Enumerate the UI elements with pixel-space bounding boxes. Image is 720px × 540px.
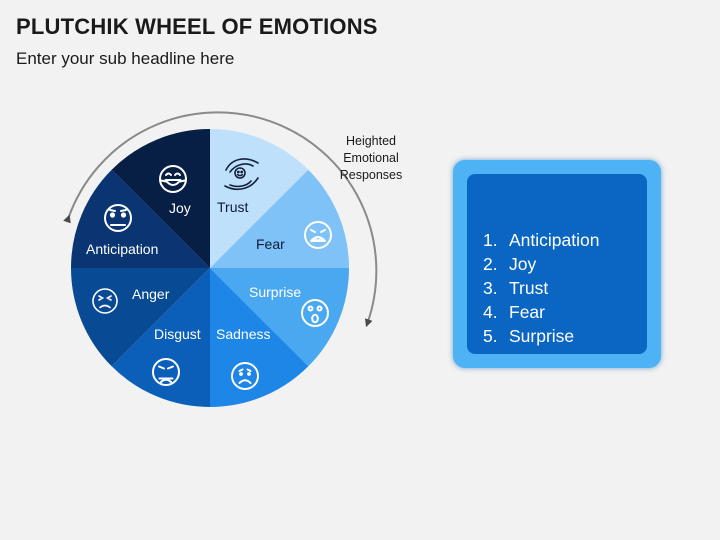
list-item-label: Surprise (509, 326, 575, 346)
wheel-segment-disgust (111, 268, 210, 407)
wheel-segment-trust (210, 129, 309, 268)
segment-label-disgust: Disgust (154, 326, 201, 342)
heightened-annotation-line-1: Heighted (346, 134, 396, 148)
segment-label-fear: Fear (256, 236, 285, 252)
segment-label-trust: Trust (217, 199, 248, 215)
handshake-icon (224, 158, 259, 191)
list-item-label: Fear (509, 302, 545, 322)
disgusted-face-icon (152, 358, 180, 386)
wheel-segment-anger (71, 268, 210, 367)
emotions-list: 1. Anticipation 2. Joy 3. Trust 4. Fear 5. Su… (483, 228, 599, 348)
joy-face-icon (159, 165, 187, 193)
list-item-number: 1. (483, 230, 498, 250)
emotions-list-panel-inner: 1. Anticipation 2. Joy 3. Trust 4. Fear 5. Su… (467, 174, 647, 354)
page-title: PLUTCHIK WHEEL OF EMOTIONS (16, 14, 378, 39)
segment-label-anger: Anger (132, 286, 170, 302)
list-item-label: Joy (509, 254, 537, 274)
list-item: 2. Joy (483, 252, 599, 276)
list-item: 5. Surprise (483, 324, 599, 348)
emotions-list-panel: 1. Anticipation 2. Joy 3. Trust 4. Fear 5. Su… (453, 160, 661, 368)
list-item-number: 5. (483, 326, 498, 346)
segment-label-surprise: Surprise (249, 284, 301, 300)
list-item-number: 4. (483, 302, 498, 322)
heightened-annotation-line-2: Emotional (343, 151, 399, 165)
anticipation-face-icon (104, 204, 132, 232)
wheel-segments (71, 129, 349, 407)
list-item: 4. Fear (483, 300, 599, 324)
fear-face-icon (304, 221, 332, 249)
wheel-segment-sadness (210, 268, 309, 407)
segment-label-joy: Joy (169, 200, 191, 216)
list-item-number: 3. (483, 278, 498, 298)
surprised-face-icon (301, 299, 329, 327)
wheel-segment-anticipation (71, 169, 210, 268)
heightened-arrow (63, 111, 378, 328)
wheel-segment-surprise (210, 268, 349, 367)
segment-label-sadness: Sadness (216, 326, 270, 342)
list-item: 3. Trust (483, 276, 599, 300)
list-item: 1. Anticipation (483, 228, 599, 252)
list-item-label: Trust (509, 278, 549, 298)
heightened-annotation-line-3: Responses (340, 168, 403, 182)
list-item-label: Anticipation (509, 230, 600, 250)
list-item-number: 2. (483, 254, 498, 274)
sad-face-icon (231, 362, 259, 390)
segment-label-anticipation: Anticipation (86, 241, 158, 257)
wheel-segment-fear (210, 169, 349, 268)
angry-face-icon (92, 288, 118, 314)
page-subtitle: Enter your sub headline here (16, 49, 235, 68)
wheel-segment-joy (111, 129, 210, 268)
